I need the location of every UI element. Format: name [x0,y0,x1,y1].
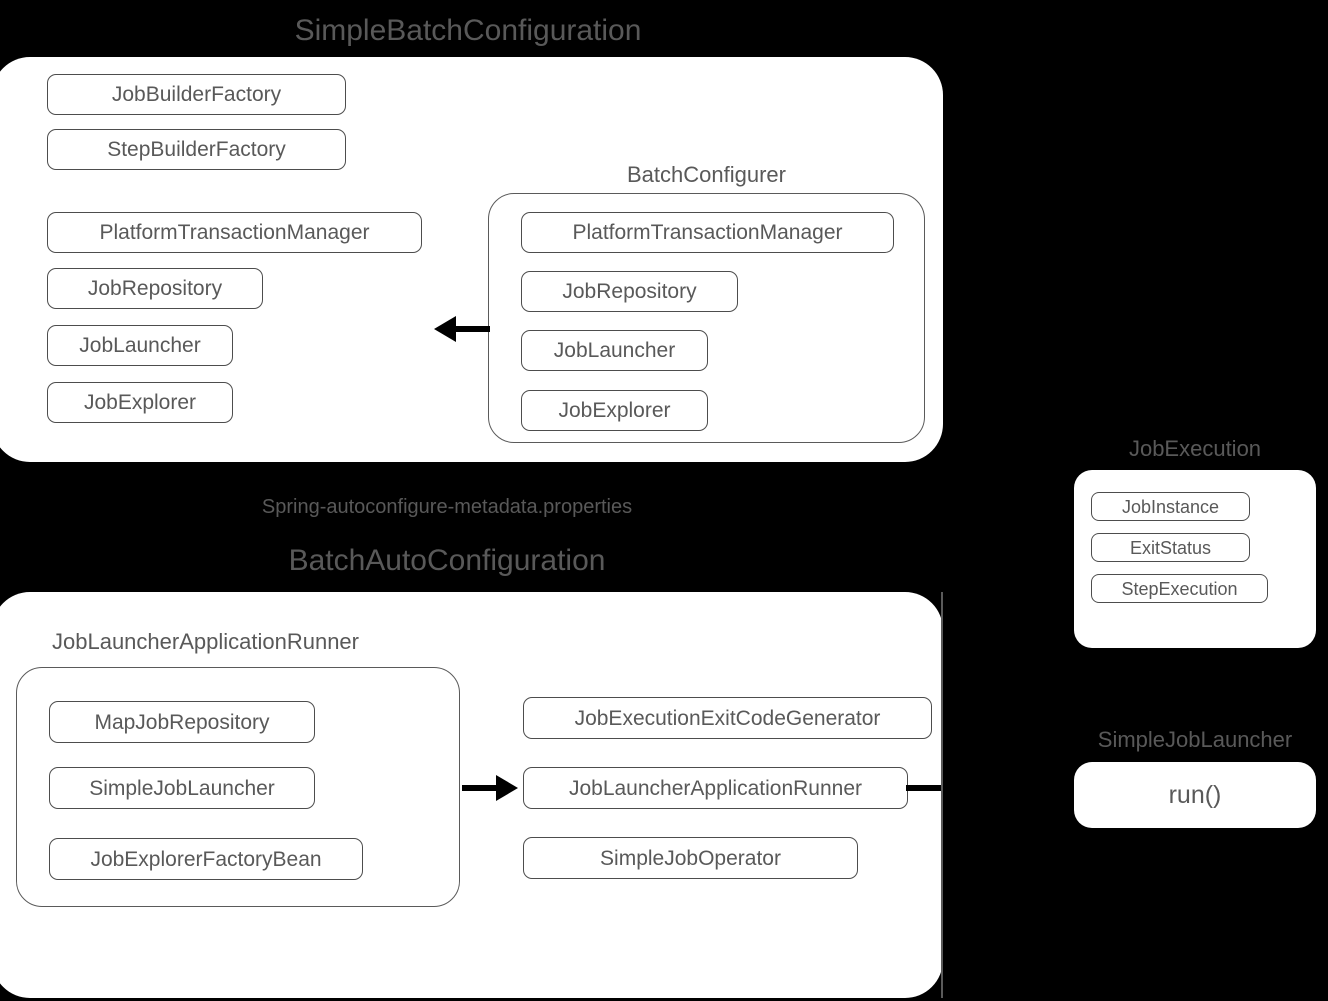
bean-job-explorer[interactable]: JobExplorer [47,382,233,423]
arrowhead-right-runnerbean [496,775,518,801]
bc-bean-job-launcher[interactable]: JobLauncher [521,330,708,371]
batch-auto-configuration-title: BatchAutoConfiguration [288,544,606,577]
arrowhead-left-simplebatch [434,316,456,342]
bc-bean-job-explorer[interactable]: JobExplorer [521,390,708,431]
bean-platform-transaction-manager[interactable]: PlatformTransactionManager [47,212,422,253]
job-execution-item-step-execution[interactable]: StepExecution [1091,574,1268,603]
simple-job-launcher-item-run[interactable]: run() [1168,780,1222,809]
bean-simple-job-operator[interactable]: SimpleJobOperator [523,837,858,879]
batch-auto-configuration-right-edge [941,592,944,998]
bean-job-launcher-application-runner[interactable]: JobLauncherApplicationRunner [523,767,908,809]
connector-runnergroup-to-runnerbean [462,785,498,791]
bean-job-builder-factory[interactable]: JobBuilderFactory [47,74,346,115]
bean-job-execution-exit-code-generator[interactable]: JobExecutionExitCodeGenerator [523,697,932,739]
job-execution-item-exit-status[interactable]: ExitStatus [1091,533,1250,562]
bean-map-job-repository[interactable]: MapJobRepository [49,701,315,743]
simple-batch-configuration-title: SimpleBatchConfiguration [294,14,642,47]
job-launcher-application-runner-group-title: JobLauncherApplicationRunner [52,629,359,654]
bean-step-builder-factory[interactable]: StepBuilderFactory [47,129,346,170]
job-execution-title: JobExecution [1128,436,1262,461]
bc-bean-platform-transaction-manager[interactable]: PlatformTransactionManager [521,212,894,253]
bean-job-repository[interactable]: JobRepository [47,268,263,309]
spring-autoconfigure-metadata-label: Spring-autoconfigure-metadata.properties [261,496,633,518]
batch-configurer-title: BatchConfigurer [627,162,786,187]
connector-runnerbean-to-right [906,785,946,791]
simple-job-launcher-title: SimpleJobLauncher [1097,727,1293,752]
connector-batchconfigurer-to-simplebatch [456,326,490,332]
bean-job-explorer-factory-bean[interactable]: JobExplorerFactoryBean [49,838,363,880]
bc-bean-job-repository[interactable]: JobRepository [521,271,738,312]
job-execution-item-job-instance[interactable]: JobInstance [1091,492,1250,521]
bean-job-launcher[interactable]: JobLauncher [47,325,233,366]
simple-job-launcher-panel [1074,762,1316,828]
bean-simple-job-launcher[interactable]: SimpleJobLauncher [49,767,315,809]
